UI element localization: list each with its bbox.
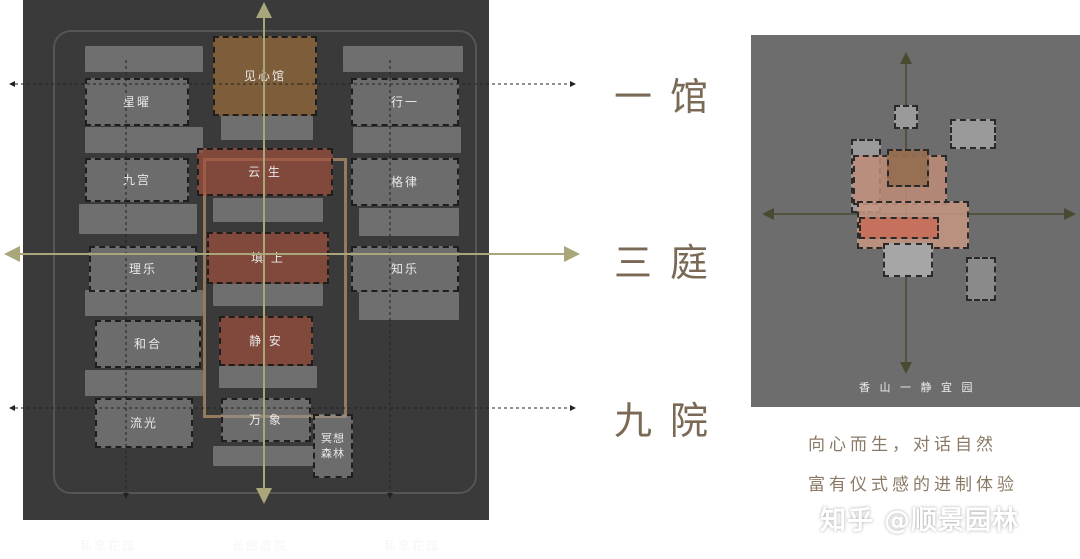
building-block — [221, 116, 313, 140]
building-block — [213, 198, 323, 222]
zone-liuguang: 流光 — [95, 398, 193, 448]
building-block — [85, 127, 203, 153]
label-jiuyuan: 九院 — [614, 399, 727, 443]
building-block — [343, 46, 463, 72]
zone-wanxiang: 万 象 — [221, 398, 311, 442]
caption-line-2: 富有仪式感的进制体验 — [808, 475, 1018, 495]
zone-xing: 行一 — [351, 78, 459, 126]
axis-diagram: 香 山 一 静 宜 园 — [751, 35, 1080, 407]
building-block — [85, 46, 203, 72]
building-block — [353, 127, 461, 153]
zone-mingxiang: 冥想森林 — [313, 414, 353, 478]
zone-gelv: 格律 — [351, 158, 459, 206]
building-block — [85, 290, 203, 316]
diagram-square — [883, 243, 933, 277]
diagram-square — [894, 105, 918, 129]
site-plan: 见心馆 星曜 行一 云 生 九宫 格律 理乐 填 上 知乐 和合 静 安 流光 … — [23, 0, 489, 520]
building-block — [219, 366, 317, 388]
building-block — [359, 292, 459, 320]
building-block — [85, 370, 203, 396]
diagram-square — [859, 217, 939, 239]
building-block — [213, 284, 323, 306]
diagram-square — [887, 149, 929, 187]
bottom-label-2: 长廊庭院 — [232, 539, 289, 553]
diagram-square — [950, 119, 996, 149]
zone-jiuyi: 九宫 — [85, 158, 189, 202]
bottom-label-3: 私享花园 — [384, 539, 441, 553]
building-block — [79, 204, 197, 234]
label-yiguan: 一馆 — [614, 75, 727, 119]
diagram-caption: 香 山 一 静 宜 园 — [859, 381, 976, 394]
watermark: 知乎 @顺景园林 — [820, 506, 1020, 536]
zone-tianshang: 填 上 — [207, 232, 329, 284]
zone-xingyao: 星曜 — [85, 78, 189, 126]
zone-hehe: 和合 — [95, 320, 201, 368]
site-axes — [4, 2, 580, 504]
label-santing: 三庭 — [614, 241, 727, 285]
caption-line-1: 向心而生，对话自然 — [808, 435, 997, 455]
diagram-square — [966, 257, 996, 301]
zone-jingan: 静 安 — [219, 316, 313, 366]
bottom-label-1: 私享花园 — [80, 539, 137, 553]
building-block — [359, 208, 459, 236]
